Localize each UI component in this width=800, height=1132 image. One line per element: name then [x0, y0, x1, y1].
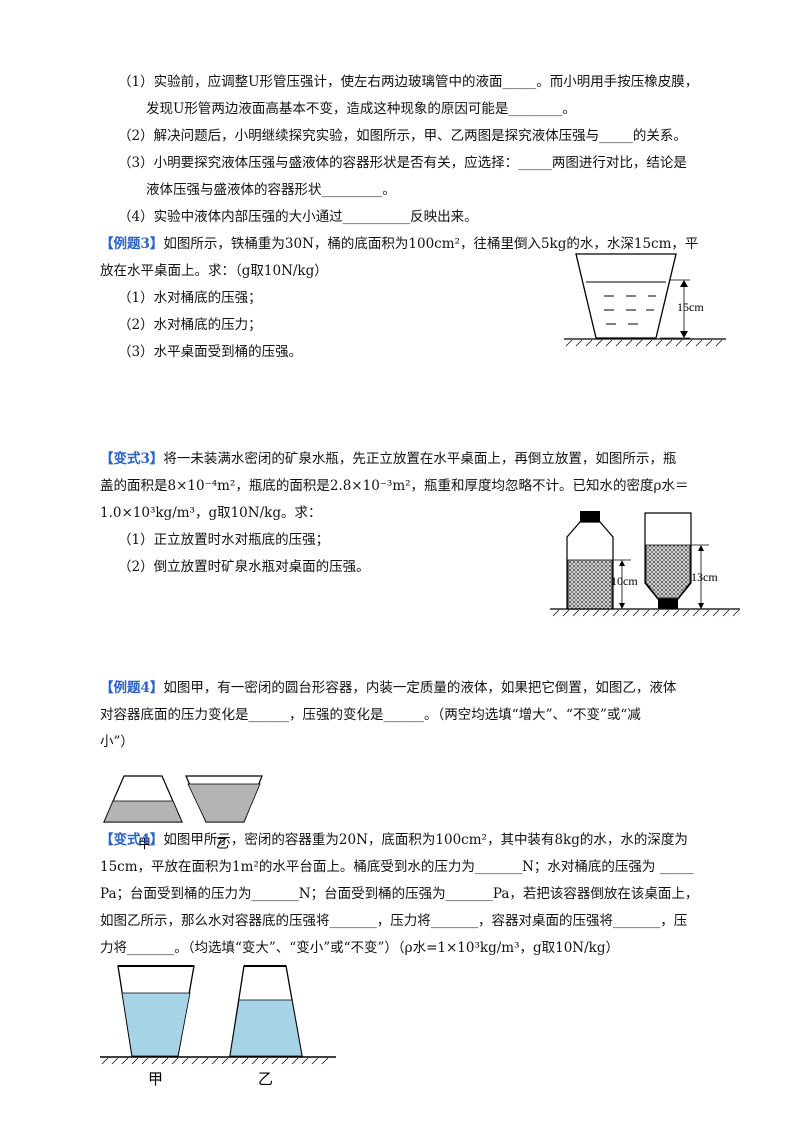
q3-line-2: 液体压强与盛液体的容器形状_________。 — [146, 182, 396, 198]
example-4-tag: 【例题4】 — [100, 680, 164, 696]
example-3-sub-2: （2）水对桶底的压力； — [118, 317, 262, 333]
figure-yi-label: 乙 — [216, 837, 229, 852]
example-3-tag: 【例题3】 — [100, 236, 164, 252]
example-3-sub-3: （3）水平桌面受到桶的压强。 — [118, 344, 303, 360]
variant-4-line-1: 【变式4】如图甲所示，密闭的容器重为20N，底面积为100cm²，其中装有8kg… — [100, 830, 688, 850]
q3-line-1: （3）小明要探究液体压强与盛液体的容器形状是否有关，应选择：_____两图进行对… — [118, 155, 687, 171]
example-4-line-2: 对容器底面的压力变化是______，压强的变化是______。（两空均选填“增大… — [100, 707, 641, 723]
example-3-line-2: 放在水平桌面上。求：（g取10N/kg） — [100, 263, 328, 279]
bucket-depth-label: 15cm — [677, 300, 704, 314]
q4-line: （4）实验中液体内部压强的大小通过__________反映出来。 — [118, 209, 478, 225]
figure-yi-label-2: 乙 — [258, 1070, 273, 1088]
variant-3-sub-1: （1）正立放置时水对瓶底的压强； — [118, 532, 330, 548]
variant-3-tag: 【变式3】 — [100, 451, 164, 467]
variant-3-sub-2: （2）倒立放置时矿泉水瓶对桌面的压强。 — [118, 559, 370, 575]
water-containers-figure: 甲 乙 — [100, 965, 336, 1088]
figure-jia-label-2: 甲 — [148, 1070, 163, 1088]
example-3-sub-1: （1）水对桶底的压强； — [118, 290, 262, 306]
bottles-figure: 10cm 13cm — [550, 511, 740, 617]
variant-4-tag: 【变式4】 — [100, 832, 164, 848]
example-4-line-1: 【例题4】如图甲，有一密闭的圆台形容器，内装一定质量的液体，如果把它倒置，如图乙… — [100, 678, 676, 698]
frustum-containers-figure: 甲 乙 — [103, 775, 263, 852]
variant-4-line-2: 15cm，平放在面积为1m²的水平台面上。桶底受到水的压力为_______N；水… — [100, 859, 694, 875]
bottle-upright-depth-label: 10cm — [611, 574, 638, 588]
variant-3-line-3: 1.0×10³kg/m³，g取10N/kg。求： — [100, 505, 322, 521]
variant-4-line-3: Pa；台面受到桶的压力为_______N；台面受到桶的压强为_______Pa，… — [100, 886, 699, 902]
variant-3-text-1: 将一未装满水密闭的矿泉水瓶，先正立放置在水平桌面上，再倒立放置，如图所示，瓶 — [163, 451, 677, 467]
bottle-inverted-depth-label: 13cm — [691, 570, 718, 584]
variant-4-line-5: 力将_______。（均选填“变大”、“变小”或“不变”）（ρ水=1×10³kg… — [100, 940, 619, 956]
figure-jia-label: 甲 — [138, 837, 151, 852]
example-4-text-1: 如图甲，有一密闭的圆台形容器，内装一定质量的液体，如果把它倒置，如图乙，液体 — [163, 680, 677, 696]
q1-line-2: 发现U形管两边液面高基本不变，造成这种现象的原因可能是________。 — [146, 101, 576, 117]
variant-3-line-1: 【变式3】将一未装满水密闭的矿泉水瓶，先正立放置在水平桌面上，再倒立放置，如图所… — [100, 449, 676, 469]
q1-line-1: （1）实验前，应调整U形管压强计，使左右两边玻璃管中的液面_____。而小明用手… — [118, 74, 699, 90]
example-3-line-1: 【例题3】如图所示，铁桶重为30N，桶的底面积为100cm²，往桶里倒入5kg的… — [100, 234, 698, 254]
variant-4-line-4: 如图乙所示，那么水对容器底的压强将_______，压力将_______，容器对桌… — [100, 913, 688, 929]
example-4-line-3: 小”） — [100, 734, 134, 750]
bucket-figure: 15cm — [564, 253, 726, 347]
q2-line: （2）解决问题后，小明继续探究实验，如图所示，甲、乙两图是探究液体压强与____… — [118, 128, 687, 144]
variant-4-text-1: 如图甲所示，密闭的容器重为20N，底面积为100cm²，其中装有8kg的水，水的… — [163, 832, 688, 848]
variant-3-line-2: 盖的面积是8×10⁻⁴m²，瓶底的面积是2.8×10⁻³m²，瓶重和厚度均忽略不… — [100, 478, 689, 494]
example-3-text-1: 如图所示，铁桶重为30N，桶的底面积为100cm²，往桶里倒入5kg的水，水深1… — [163, 236, 699, 252]
